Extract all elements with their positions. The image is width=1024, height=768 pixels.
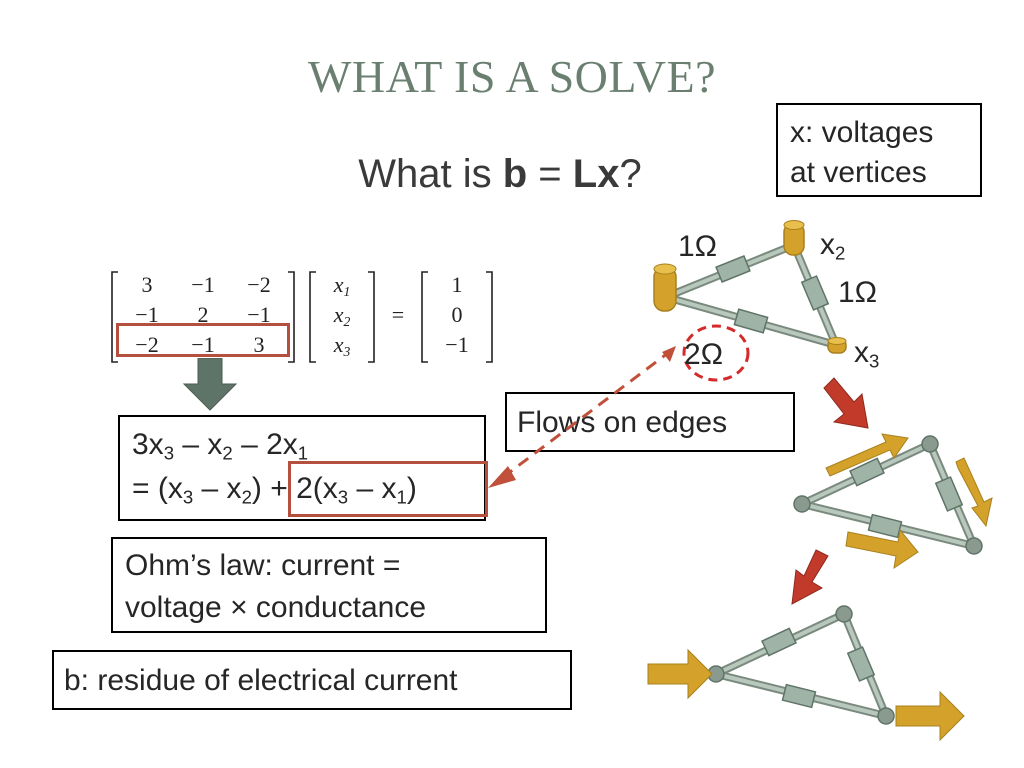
resistor-icon — [715, 254, 751, 284]
matrix-cell-r2c1: −1 — [135, 302, 159, 327]
dashed-pointer-arrow-icon — [488, 346, 676, 488]
residue-note-box: b: residue of electrical current — [52, 650, 572, 710]
flow-arrow-icon — [845, 528, 919, 570]
matrix-cell-r2c3: −1 — [247, 302, 271, 327]
equation-term-highlight — [288, 461, 488, 517]
red-down-arrow-icon — [823, 377, 869, 429]
resistor-label-3: 2Ω — [684, 338, 724, 371]
equation-line1: 3x3 – x2 – 2x1 — [132, 428, 309, 464]
matrix-brackets — [111, 271, 493, 363]
current-in-arrow-icon — [647, 648, 713, 700]
x-vector-entry-1: x1 — [333, 272, 351, 300]
matrix-cell-r1c3: −2 — [247, 272, 271, 297]
resistor-label-2: 1Ω — [838, 276, 878, 309]
voltages-note-box: x: voltages at vertices — [776, 103, 982, 197]
voltages-note-line2: at vertices — [790, 156, 927, 189]
rhs-entry-2: 0 — [451, 302, 463, 327]
rhs-entry-3: −1 — [445, 332, 469, 357]
node-x2-icon — [783, 220, 805, 256]
matrix-equation: 3 −1 −2 −1 2 −1 −2 −1 3 x1 x2 x3 = 1 0 −… — [108, 268, 508, 368]
resistor-icon — [800, 275, 830, 311]
matrix-cell-r3c2: −1 — [191, 332, 215, 357]
matrix-cell-r1c1: 3 — [141, 272, 153, 297]
circuit-voltages-diagram — [653, 220, 847, 382]
voltages-note-line1: x: voltages — [790, 116, 934, 149]
question-suffix: ? — [619, 152, 642, 196]
flows-note-box: Flows on edges — [505, 392, 795, 452]
node-x3-icon — [827, 337, 847, 354]
equation-line2: = (x3 – x2) + 2(x3 – x1) — [132, 472, 417, 508]
circuit-flows-diagram — [793, 433, 993, 570]
matrix-row3-highlight — [116, 323, 290, 357]
circuit-residue-diagram — [647, 605, 965, 742]
node-label-x2: x2 — [820, 228, 846, 264]
question-prefix: What is — [358, 152, 503, 196]
matrix-cell-r3c3: 3 — [253, 332, 265, 357]
matrix-cell-r2c2: 2 — [197, 302, 209, 327]
ohms-law-line1: Ohm’s law: current = — [125, 549, 401, 582]
down-arrow-icon — [182, 358, 238, 411]
slide-title: WHAT IS A SOLVE? — [308, 51, 716, 102]
x-vector-entry-3: x3 — [333, 332, 351, 360]
x-vector-entry-2: x2 — [333, 302, 351, 330]
matrix-equals-sign: = — [391, 302, 405, 327]
node-x1-icon — [653, 263, 677, 312]
resistor-label-1: 1Ω — [678, 230, 718, 263]
resistor-icon — [733, 308, 769, 334]
node-label-x3: x3 — [854, 336, 880, 372]
rhs-entry-1: 1 — [451, 272, 463, 297]
slide-question: What is b = Lx? — [0, 152, 1000, 197]
highlight-circle-icon — [682, 324, 750, 382]
ohms-law-box: Ohm’s law: current = voltage × conductan… — [111, 537, 547, 633]
residue-note-text: b: residue of electrical current — [64, 664, 458, 697]
current-out-arrow-icon — [895, 690, 965, 742]
matrix-cell-r1c2: −1 — [191, 272, 215, 297]
question-eq: = — [527, 152, 573, 196]
matrix-cell-r3c1: −2 — [135, 332, 159, 357]
flow-arrow-icon — [825, 433, 909, 477]
flows-note-text: Flows on edges — [517, 406, 728, 439]
ohms-law-line2: voltage × conductance — [125, 591, 427, 624]
question-lx: Lx — [572, 152, 620, 196]
red-down-arrow-icon — [791, 549, 829, 605]
question-b: b — [502, 152, 528, 196]
flow-arrow-icon — [955, 457, 993, 528]
